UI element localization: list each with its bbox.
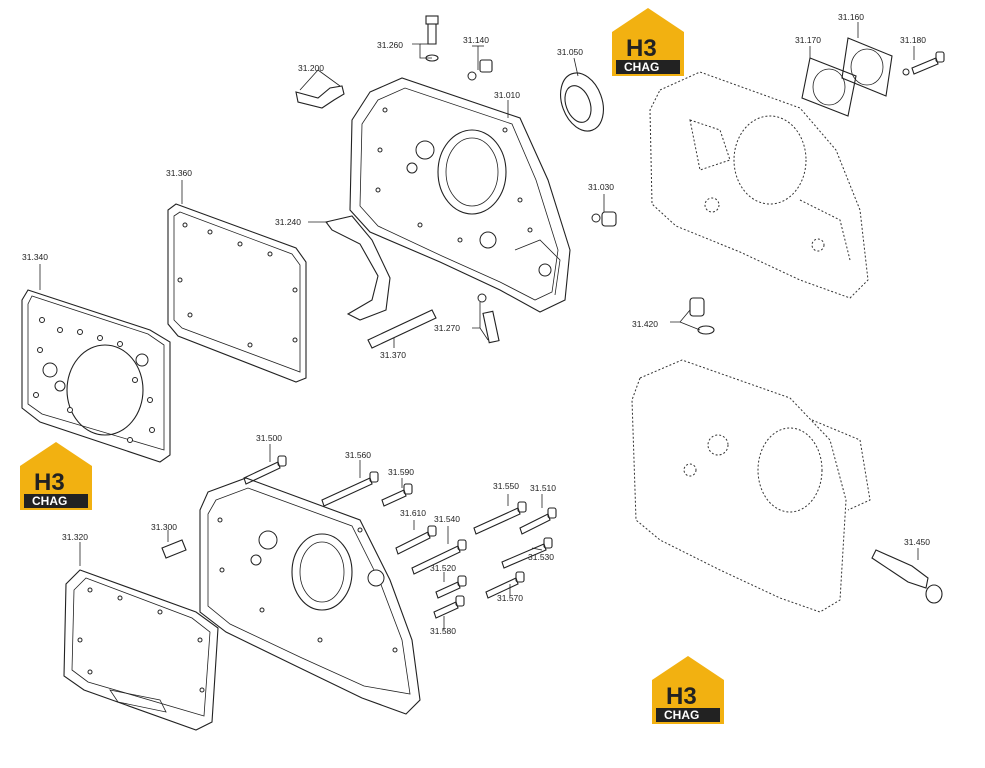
label-31550: 31.550 — [493, 481, 519, 491]
plunger-31270 — [477, 293, 500, 344]
housing-31010 — [349, 77, 571, 313]
bolt-31560 — [321, 477, 373, 507]
label-31140: 31.140 — [463, 35, 489, 45]
logo-house-icon — [20, 442, 92, 510]
label-31580: 31.580 — [430, 626, 456, 636]
brand-logo-bottom: H3 CHAG — [652, 656, 724, 724]
cover-31160 — [841, 37, 893, 97]
label-31500: 31.500 — [256, 433, 282, 443]
gasket-31340 — [21, 289, 171, 463]
label-31010: 31.010 — [494, 90, 520, 100]
logo-mark: H3 — [34, 469, 65, 496]
label-31540: 31.540 — [434, 514, 460, 524]
bolt-31510 — [519, 513, 551, 535]
housing-right-middle — [631, 359, 871, 613]
hose-31200 — [295, 85, 345, 109]
logo-text: CHAG — [32, 494, 67, 508]
label-31450: 31.450 — [904, 537, 930, 547]
label-31420: 31.420 — [632, 319, 658, 329]
label-31590: 31.590 — [388, 467, 414, 477]
gasket-31320 — [63, 569, 219, 731]
bolt-31590 — [381, 489, 407, 507]
label-31200: 31.200 — [298, 63, 324, 73]
label-31160: 31.160 — [838, 12, 864, 22]
shift-fork-31240 — [325, 215, 391, 321]
bolt-31550 — [473, 507, 521, 535]
brand-logo-left: H3 CHAG — [20, 442, 92, 510]
logo-house-icon — [652, 656, 724, 724]
bolt-31610 — [395, 531, 431, 555]
breather-31260 — [425, 15, 439, 62]
part-labels: 31.260 31.140 31.200 31.050 31.010 31.03… — [22, 12, 930, 636]
leader-lines — [39, 22, 919, 630]
plug-31140 — [467, 59, 493, 81]
gasket-31170 — [801, 57, 857, 117]
label-31170: 31.170 — [795, 35, 821, 45]
pin-31300 — [161, 539, 187, 559]
bolt-31570 — [485, 577, 519, 599]
seal-31050 — [560, 72, 604, 132]
logo-mark: H3 — [626, 35, 657, 62]
label-31030: 31.030 — [588, 182, 614, 192]
bolt-31180 — [902, 51, 945, 76]
housing-top-right — [649, 71, 869, 299]
logo-text: CHAG — [664, 708, 699, 722]
label-31560: 31.560 — [345, 450, 371, 460]
label-31520: 31.520 — [430, 563, 456, 573]
logo-mark: H3 — [666, 683, 697, 710]
label-31180: 31.180 — [900, 35, 926, 45]
logo-text: CHAG — [624, 60, 659, 74]
gasket-31360 — [167, 203, 307, 383]
label-31320: 31.320 — [62, 532, 88, 542]
label-31240: 31.240 — [275, 217, 301, 227]
shaft-31450 — [871, 549, 943, 604]
label-31370: 31.370 — [380, 350, 406, 360]
label-31260: 31.260 — [377, 40, 403, 50]
label-31340: 31.340 — [22, 252, 48, 262]
bolts-cluster — [243, 455, 557, 619]
bolt-31540 — [411, 545, 461, 575]
breather-31420 — [689, 297, 715, 335]
plug-31030 — [591, 211, 617, 227]
label-31530: 31.530 — [528, 552, 554, 562]
bolt-31500 — [243, 461, 281, 485]
label-31510: 31.510 — [530, 483, 556, 493]
bolt-31580 — [433, 601, 459, 619]
bolt-31530 — [501, 543, 547, 569]
label-31610: 31.610 — [400, 508, 426, 518]
shift-rod-31370 — [367, 309, 437, 349]
label-31050: 31.050 — [557, 47, 583, 57]
label-31300: 31.300 — [151, 522, 177, 532]
label-31570: 31.570 — [497, 593, 523, 603]
logo-house-icon — [612, 8, 684, 76]
brand-logo-top: H3 CHAG — [612, 8, 684, 76]
label-31360: 31.360 — [166, 168, 192, 178]
label-31270: 31.270 — [434, 323, 460, 333]
bolt-31520 — [435, 581, 461, 599]
housing-bottom-left — [199, 477, 421, 715]
